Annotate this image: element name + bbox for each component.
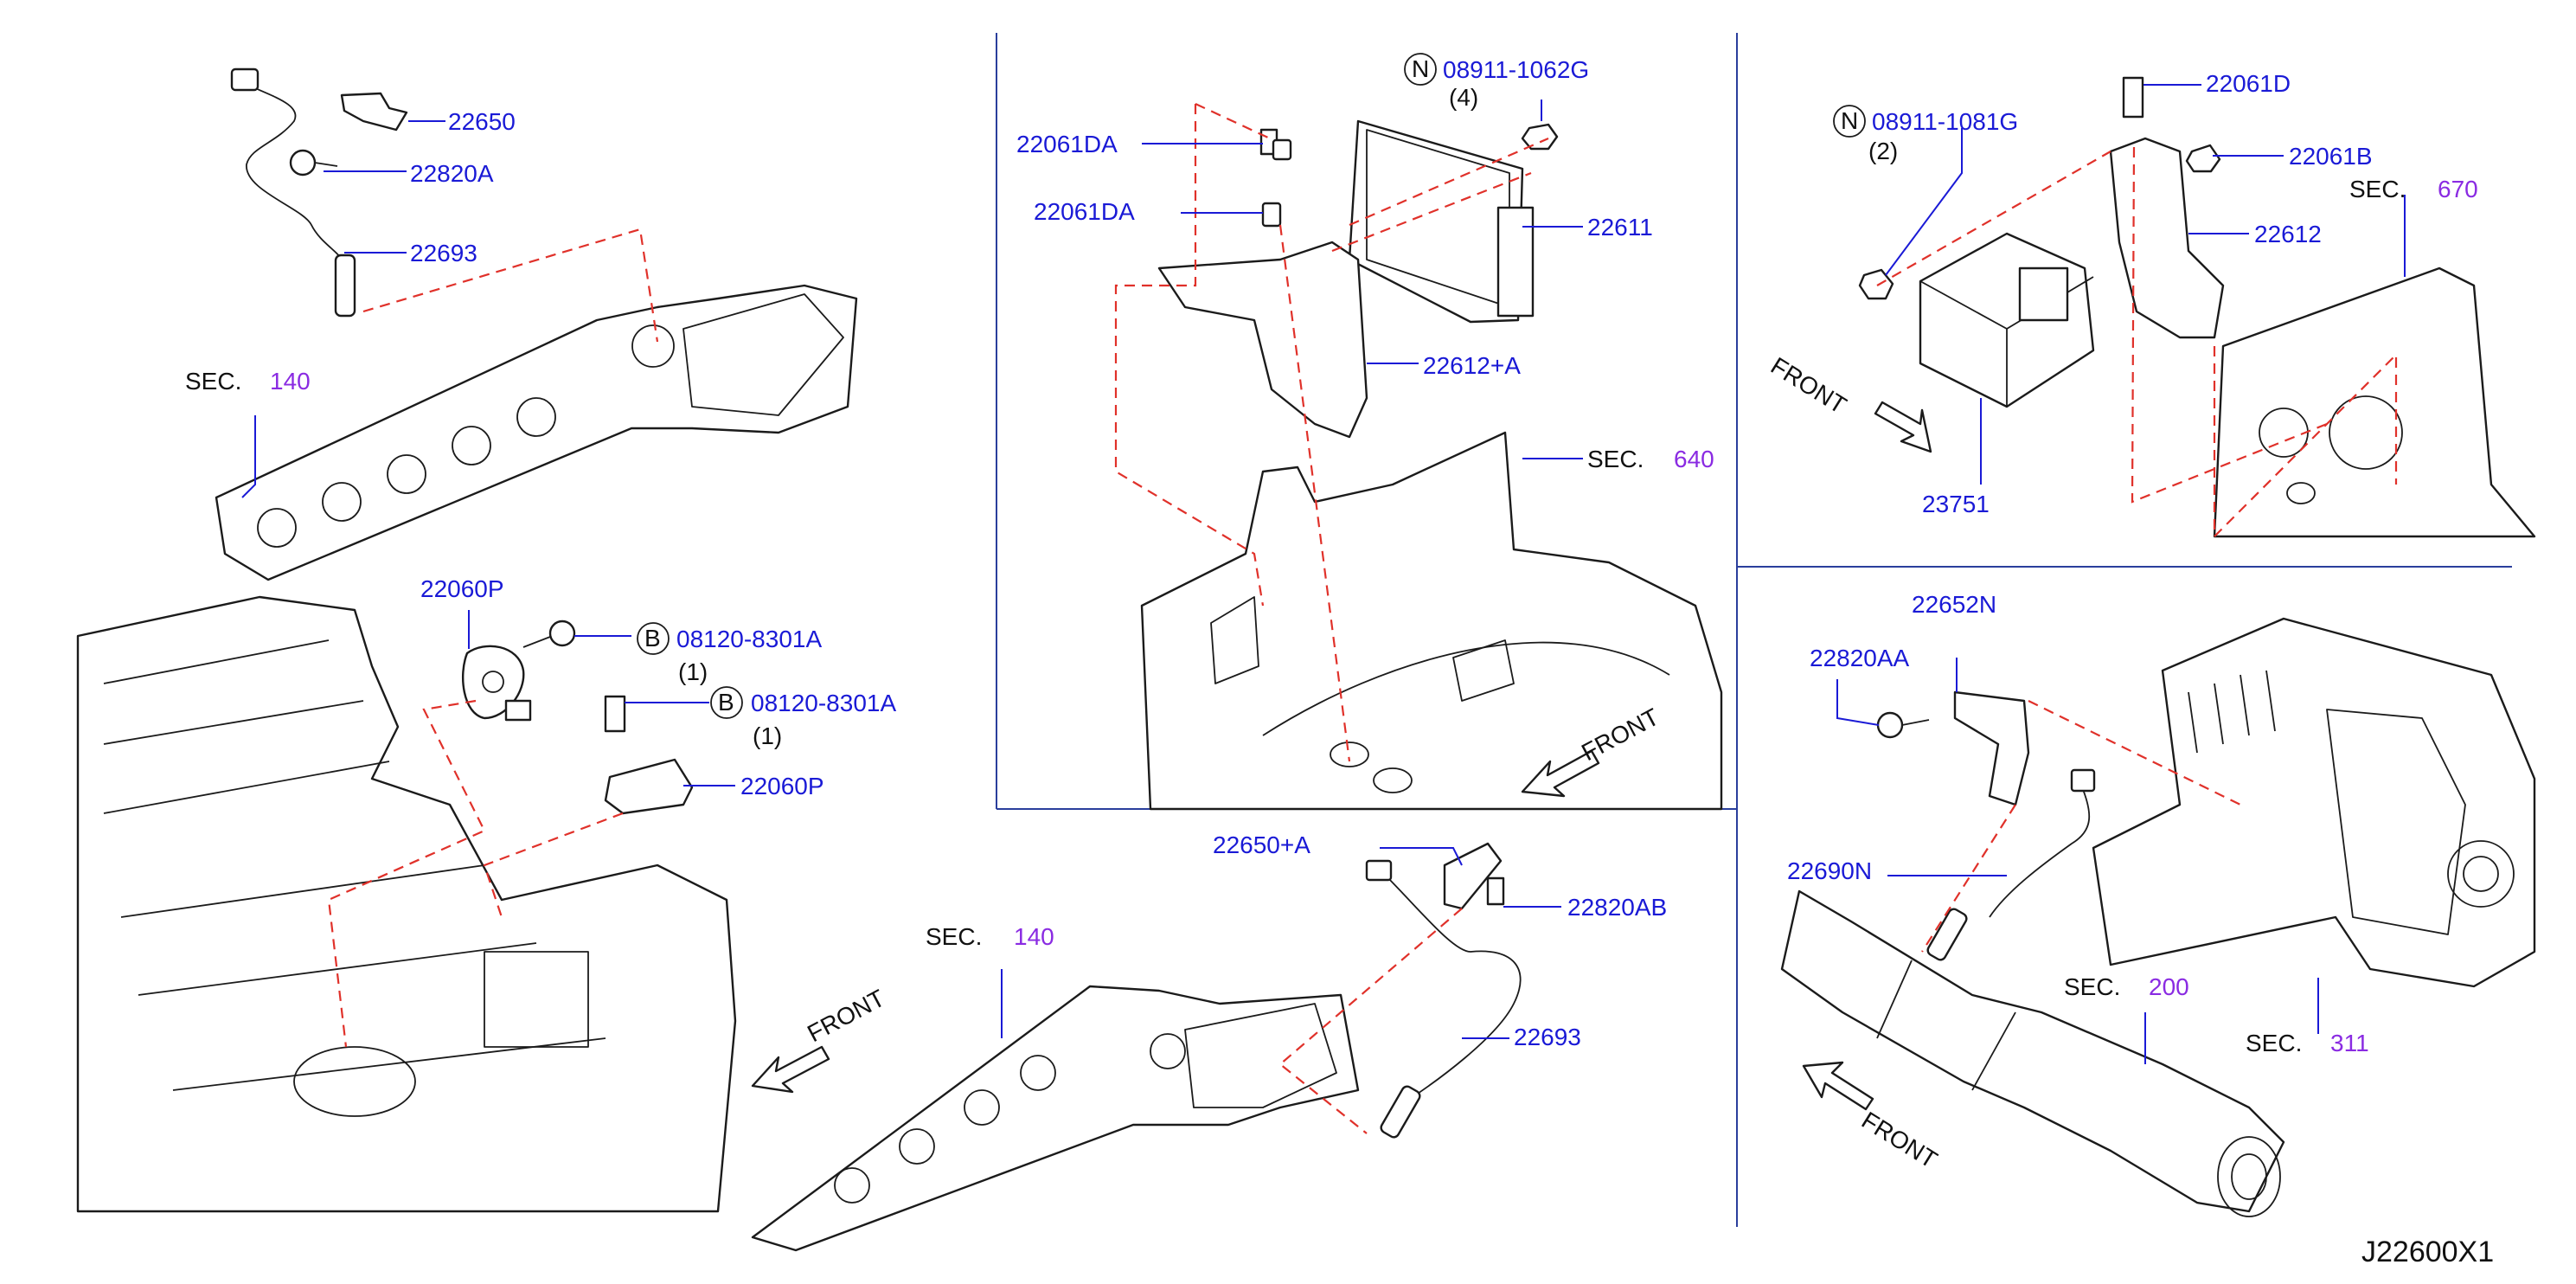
- mid-left-group: B B 22060P 08120-8301A (1) 08120-8301A (…: [76, 575, 896, 1213]
- qty-label-b: (1): [753, 722, 782, 749]
- part-label-22612a: 22612+A: [1423, 352, 1521, 379]
- tcm-bracket-icon: [2109, 137, 2225, 339]
- exhaust-manifold-icon: [215, 284, 858, 581]
- part-label-22061b: 22061B: [2289, 143, 2373, 170]
- part-label-22612: 22612: [2254, 221, 2322, 247]
- front-label: FRONT: [1857, 1107, 1942, 1173]
- upper-left-group: 22650 22820A 22693 SEC. 140: [185, 67, 858, 581]
- part-label-22820aa: 22820AA: [1810, 645, 1910, 671]
- knock-sensor-icon: [604, 758, 694, 815]
- part-label-22060p-b: 22060P: [740, 773, 824, 799]
- section-number-200: 200: [2149, 973, 2189, 1000]
- part-label-08911-1081g: 08911-1081G: [1872, 108, 2018, 135]
- oxygen-sensor-icon: [334, 254, 356, 318]
- marker-b-a: B: [644, 625, 661, 652]
- right-bottom-group: 22652N 22820AA 22690N SEC. 200 SEC. 311 …: [1780, 591, 2536, 1217]
- section-number-140: 140: [1014, 923, 1054, 950]
- diagram-code: J22600X1: [2361, 1236, 2494, 1268]
- oxygen-sensor-icon: [1380, 1085, 1421, 1139]
- part-label-22693: 22693: [410, 240, 477, 266]
- section-number-640: 640: [1674, 446, 1714, 472]
- front-arrow-icon: [1521, 749, 1600, 798]
- bolt-icon: [1261, 202, 1282, 228]
- b-marker-icon: [710, 686, 743, 719]
- front-label: FRONT: [803, 985, 889, 1048]
- part-label-08120-8301a-a: 08120-8301A: [676, 626, 822, 652]
- connector-icon: [1365, 859, 1393, 882]
- marker-n-right: N: [1841, 107, 1858, 134]
- connector-icon: [1496, 206, 1535, 318]
- marker-b-b: B: [718, 689, 734, 716]
- body-panel-icon: [1140, 431, 1723, 811]
- part-label-22061da-b: 22061DA: [1034, 198, 1135, 225]
- part-label-22061d: 22061D: [2206, 70, 2291, 97]
- section-prefix: SEC.: [2064, 973, 2120, 1000]
- section-number-670: 670: [2438, 176, 2478, 202]
- oxygen-sensor-icon: [1926, 908, 1968, 961]
- part-label-22820ab: 22820AB: [1567, 894, 1667, 921]
- section-prefix: SEC.: [1587, 446, 1644, 472]
- bolt-icon: [548, 620, 576, 647]
- bolt-icon: [604, 695, 626, 733]
- nut-icon: [2185, 144, 2221, 173]
- part-label-22650a: 22650+A: [1213, 831, 1310, 858]
- section-prefix: SEC.: [185, 368, 241, 395]
- part-label-22611: 22611: [1587, 214, 1653, 241]
- bolt-icon: [2122, 76, 2144, 119]
- connector-icon: [504, 699, 532, 722]
- front-arrow-icon: [1874, 401, 1932, 453]
- exhaust-manifold-icon: [751, 985, 1360, 1252]
- connector-icon: [2070, 768, 2096, 793]
- n-marker-icon: [1833, 105, 1866, 138]
- front-arrow-icon: [1802, 1061, 1874, 1111]
- part-label-22820a: 22820A: [410, 160, 494, 187]
- qty-label-2: (2): [1868, 138, 1898, 164]
- part-label-08911-1062g: 08911-1062G: [1443, 56, 1589, 83]
- part-label-23751: 23751: [1922, 491, 1990, 517]
- bracket-icon: [340, 92, 408, 132]
- front-label: FRONT: [1766, 352, 1851, 419]
- nut-icon: [1858, 268, 1894, 300]
- part-label-22060p-a: 22060P: [420, 575, 504, 602]
- bolt-icon: [1876, 711, 1904, 739]
- engine-block-icon: [76, 595, 737, 1213]
- part-label-22650: 22650: [448, 108, 516, 135]
- n-marker-icon: [1404, 53, 1437, 86]
- body-panel-icon: [2213, 266, 2536, 538]
- right-top-group: N 08911-1081G (2) 22061D 22061B 22612 23…: [1766, 70, 2536, 539]
- bolt-icon: [1486, 876, 1505, 906]
- bolt-icon: [1272, 138, 1292, 161]
- center-bottom-group: 22650+A 22820AB 22693 SEC. 140: [751, 831, 1667, 1252]
- b-marker-icon: [637, 622, 670, 655]
- section-prefix: SEC.: [2349, 176, 2406, 202]
- nut-icon: [1521, 123, 1559, 151]
- section-prefix: SEC.: [2246, 1030, 2302, 1056]
- center-top-group: N 08911-1062G (4) 22061DA 22061DA 22611 …: [1016, 53, 1723, 811]
- part-label-22690n: 22690N: [1787, 857, 1872, 884]
- connector-icon: [230, 67, 260, 92]
- ecm-bracket-icon: [1157, 241, 1368, 439]
- marker-n-top: N: [1412, 55, 1429, 82]
- transmission-icon: [2092, 617, 2536, 988]
- part-label-22693: 22693: [1514, 1024, 1581, 1050]
- section-prefix: SEC.: [926, 923, 982, 950]
- part-label-22061da-a: 22061DA: [1016, 131, 1118, 157]
- section-number-140: 140: [270, 368, 311, 395]
- section-number-311: 311: [2330, 1030, 2369, 1056]
- part-label-22652n: 22652N: [1912, 591, 1996, 618]
- part-label-08120-8301a-b: 08120-8301A: [751, 690, 896, 716]
- bolt-icon: [289, 149, 317, 177]
- bracket-icon: [1953, 690, 2030, 806]
- front-arrow-icon: [751, 1045, 830, 1094]
- connector-icon: [2018, 266, 2069, 322]
- qty-label-4: (4): [1449, 84, 1478, 111]
- qty-label-a: (1): [678, 658, 708, 685]
